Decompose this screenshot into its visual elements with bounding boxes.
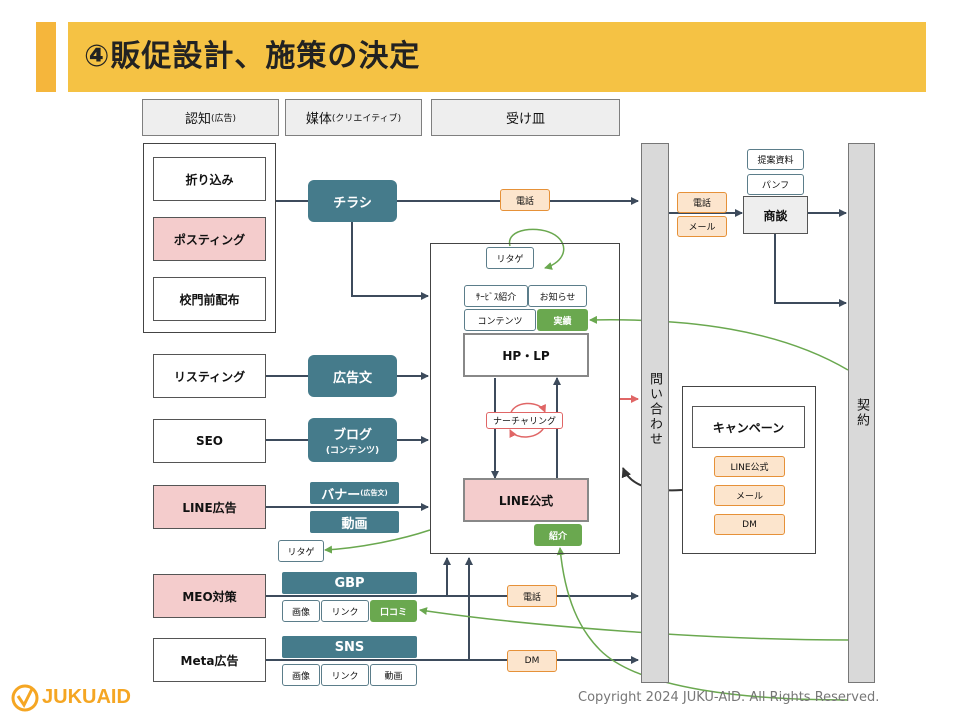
- page-title: ④販促設計、施策の決定: [84, 39, 421, 74]
- campaign-dm: DM: [714, 514, 785, 535]
- media-sns: SNS: [282, 636, 417, 658]
- contract-column: [848, 143, 875, 683]
- hub-hp-lp: HP・LP: [463, 333, 589, 377]
- copyright: Copyright 2024 JUKU-AID. All Rights Rese…: [578, 690, 880, 705]
- hub-line-official: LINE公式: [463, 478, 589, 522]
- offline-group: [143, 143, 276, 333]
- hub-referral: 紹介: [534, 524, 582, 546]
- media-blog-label: ブログ: [332, 428, 372, 443]
- inquiry-column: [641, 143, 669, 683]
- sns-link: リンク: [321, 664, 369, 686]
- inquiry-label: 問い合わせ: [647, 372, 662, 447]
- media-banner-label: バナー: [321, 487, 361, 503]
- channel-school-gate: 校門前配布: [153, 277, 266, 321]
- hub-results: 実績: [537, 309, 588, 331]
- channel-meo: MEO対策: [153, 574, 266, 618]
- header-awareness-label: 認知: [184, 112, 211, 127]
- hub-news: お知らせ: [528, 285, 587, 307]
- contract-label: 契約: [854, 398, 869, 428]
- gbp-review: 口コミ: [370, 600, 417, 622]
- sales-phone: 電話: [677, 192, 727, 213]
- campaign-line: LINE公式: [714, 456, 785, 477]
- title-bar: [68, 22, 926, 92]
- campaign-mail: メール: [714, 485, 785, 506]
- sns-video: 動画: [370, 664, 417, 686]
- channel-listing: リスティング: [153, 354, 266, 398]
- media-banner-sub: (広告文): [360, 489, 388, 497]
- sns-image: 画像: [282, 664, 320, 686]
- campaign-frame: [682, 386, 816, 554]
- header-media-sub: (クリエイティブ): [331, 114, 402, 124]
- tag-phone-meo: 電話: [507, 585, 557, 607]
- header-media: 媒体(クリエイティブ): [285, 99, 422, 136]
- header-awareness-sub: (広告): [210, 114, 237, 124]
- media-blog-sub: (コンテンツ): [325, 446, 380, 456]
- media-ad-text: 広告文: [308, 355, 397, 397]
- tag-phone-top: 電話: [500, 189, 550, 211]
- retarget-top: リタゲ: [486, 247, 534, 269]
- header-media-label: 媒体: [305, 112, 332, 127]
- sales-mail: メール: [677, 216, 727, 237]
- sales-pamphlet: パンフ: [747, 174, 804, 195]
- retarget-left: リタゲ: [278, 540, 324, 562]
- header-receiver: 受け皿: [431, 99, 620, 136]
- sales-proposal: 提案資料: [747, 149, 804, 170]
- title-accent: [36, 22, 56, 92]
- channel-orikomi: 折り込み: [153, 157, 266, 201]
- hub-nurturing: ナーチャリング: [486, 412, 563, 429]
- header-awareness: 認知(広告): [142, 99, 279, 136]
- media-flyer: チラシ: [308, 180, 397, 222]
- hub-frame: [430, 243, 620, 554]
- media-gbp: GBP: [282, 572, 417, 594]
- channel-meta-ad: Meta広告: [153, 638, 266, 682]
- gbp-link: リンク: [321, 600, 369, 622]
- channel-posting: ポスティング: [153, 217, 266, 261]
- logo-text: JUKUAID: [42, 686, 131, 708]
- media-banner: バナー(広告文): [310, 482, 399, 504]
- logo-mark-icon: [11, 684, 39, 712]
- hub-service-intro: ｻｰﾋﾞｽ紹介: [464, 285, 528, 307]
- media-blog: ブログ (コンテンツ): [308, 418, 397, 462]
- sales-meeting: 商談: [743, 196, 808, 234]
- tag-dm-meta: DM: [507, 650, 557, 672]
- media-video: 動画: [310, 511, 399, 533]
- hub-contents: コンテンツ: [464, 309, 536, 331]
- channel-seo: SEO: [153, 419, 266, 463]
- channel-line-ad: LINE広告: [153, 485, 266, 529]
- campaign-title: キャンペーン: [692, 406, 805, 448]
- gbp-image: 画像: [282, 600, 320, 622]
- logo: JUKUAID: [10, 683, 160, 713]
